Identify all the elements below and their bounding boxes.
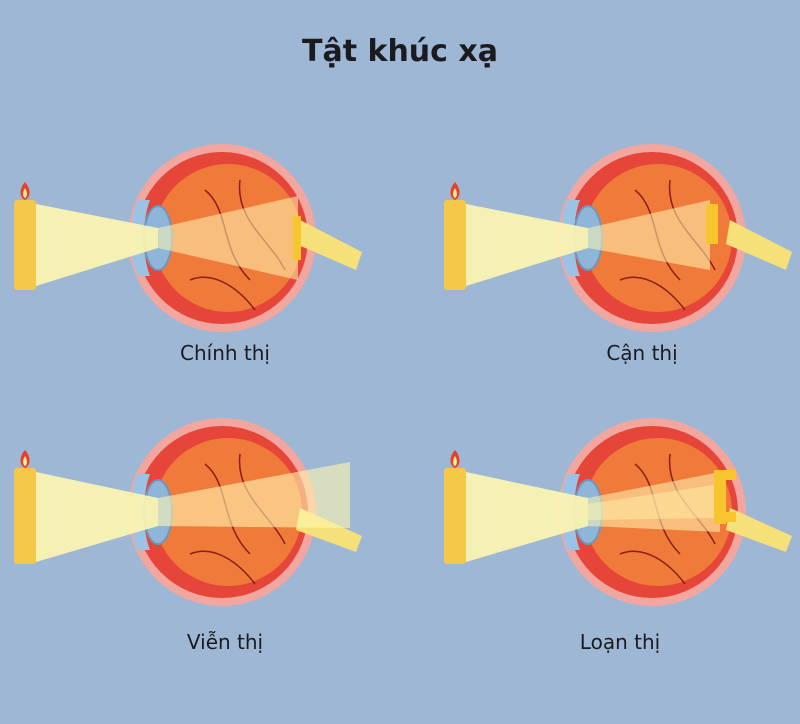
candle-icon [444, 450, 466, 564]
panel-emmetropia [14, 144, 362, 332]
candle-icon [444, 182, 466, 290]
light-beam [466, 200, 710, 286]
panel-astigmatism [444, 418, 792, 606]
label-emmetropia: Chính thị [180, 341, 270, 365]
light-beam [36, 196, 298, 286]
focus-spot [714, 470, 736, 524]
label-hyperopia: Viễn thị [186, 630, 264, 654]
focus-spot [706, 204, 718, 244]
diagram-title: Tật khúc xạ [302, 34, 498, 69]
candle-icon [14, 182, 36, 290]
panel-myopia [444, 144, 792, 332]
focus-spot [293, 216, 301, 260]
candle-icon [14, 450, 36, 564]
light-beam [36, 462, 350, 562]
label-astigmatism: Loạn thị [579, 630, 661, 654]
light-beam [466, 472, 720, 562]
panel-hyperopia [14, 418, 362, 606]
label-myopia: Cận thị [606, 341, 678, 365]
